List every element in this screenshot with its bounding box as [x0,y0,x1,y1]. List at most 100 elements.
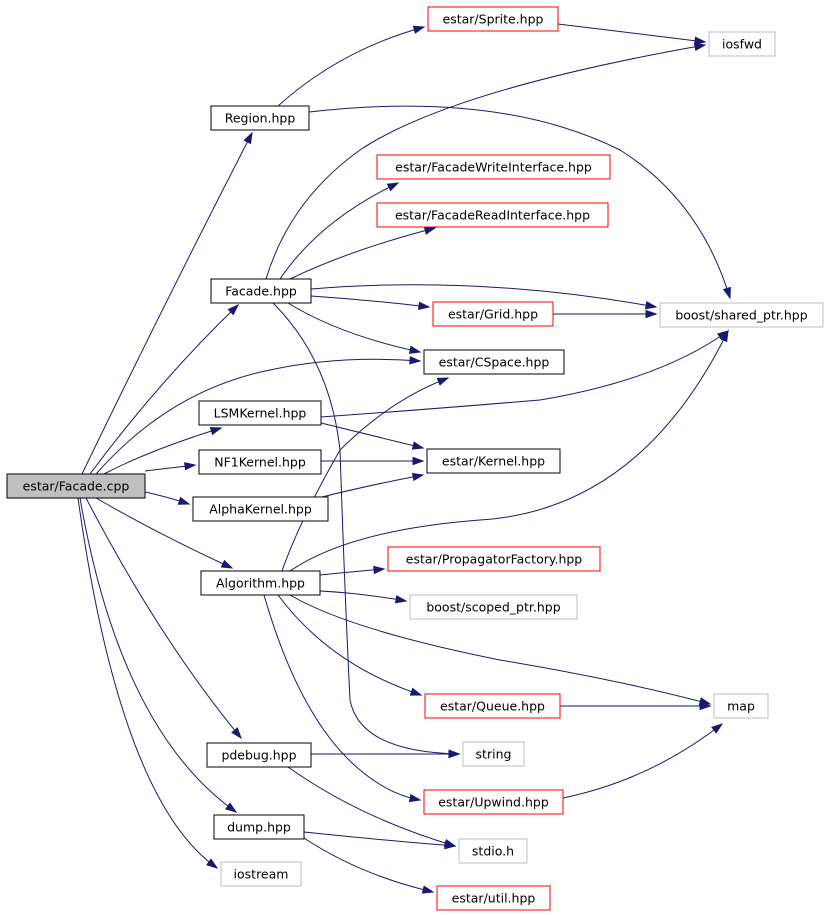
edge-line [310,284,657,308]
edge-line [287,302,421,353]
node-map[interactable]: map [713,693,769,719]
node-facade_hpp[interactable]: Facade.hpp [210,278,312,304]
node-algorithm[interactable]: Algorithm.hpp [200,570,321,596]
node-shared_ptr[interactable]: boost/shared_ptr.hpp [659,302,824,328]
node-string[interactable]: string [462,741,525,767]
edge-facade_hpp-to-grid [310,295,431,310]
arrowhead [644,301,658,310]
node-pdebug[interactable]: pdebug.hpp [206,742,312,768]
node-dump[interactable]: dump.hpp [213,814,305,840]
edge-alpha-to-kernel [321,472,425,498]
edge-line [289,594,711,705]
node-facade_cpp[interactable]: estar/Facade.cpp [6,473,146,499]
arrowhead [719,329,729,343]
node-queue[interactable]: estar/Queue.hpp [424,693,561,719]
arrowhead [411,472,425,482]
node-label: string [476,747,512,762]
arrowhead [412,456,425,466]
edge-line [265,44,706,280]
arrowhead [412,25,426,34]
edge-facade_cpp-to-pdebug [85,497,242,740]
node-grid[interactable]: estar/Grid.hpp [432,301,554,327]
node-box [458,838,528,864]
node-box [6,473,146,499]
arrowhead [436,377,450,386]
edge-line [562,723,723,799]
node-box [213,814,305,840]
node-stdio[interactable]: stdio.h [458,838,528,864]
node-label: map [727,699,755,714]
nodes-layer: estar/Facade.cpp Region.hpp estar/Sprite.h… [6,6,824,911]
node-box [210,105,310,131]
node-label: estar/Queue.hpp [440,699,545,714]
edge-pdebug-to-string [311,749,461,759]
node-box [376,154,611,180]
node-label: NF1Kernel.hpp [214,455,306,470]
node-label: LSMKernel.hpp [214,406,307,421]
node-label: dump.hpp [227,820,291,835]
node-cspace[interactable]: estar/CSpace.hpp [423,349,565,375]
arrowhead [448,749,461,759]
node-iostream[interactable]: iostream [220,861,302,887]
arrowhead [694,36,707,45]
edge-line [320,422,424,449]
node-label: estar/Grid.hpp [448,307,538,322]
edge-line [79,497,237,813]
edge-line [303,831,456,847]
node-util[interactable]: estar/util.hpp [436,885,551,911]
node-box [192,496,329,522]
edge-region-to-sprite [277,25,426,107]
node-box [200,570,321,596]
edge-facade_cpp-to-alpha [144,491,191,505]
edge-line [272,302,460,755]
node-label: pdebug.hpp [221,748,296,763]
edge-algorithm-to-propfac [319,565,386,576]
node-label: estar/CSpace.hpp [439,355,550,370]
node-label: boost/scoped_ptr.hpp [426,600,560,615]
node-kernel[interactable]: estar/Kernel.hpp [426,448,561,474]
edge-facade_hpp-to-fri [289,226,437,280]
edge-line [279,182,399,280]
node-label: estar/util.hpp [452,891,536,906]
node-box [708,31,776,57]
arrowhead [711,723,724,734]
node-label: estar/Upwind.hpp [438,795,549,810]
node-fri[interactable]: estar/FacadeReadInterface.hpp [376,202,609,228]
node-box [210,278,312,304]
node-propfac[interactable]: estar/PropagatorFactory.hpp [387,546,601,572]
node-scoped_ptr[interactable]: boost/scoped_ptr.hpp [409,594,578,620]
arrowhead [722,286,731,300]
edge-line [85,497,242,739]
edge-facade_cpp-to-iostream [77,497,219,869]
node-box [436,885,551,911]
node-iosfwd[interactable]: iosfwd [708,31,776,57]
node-box [426,448,561,474]
edge-line [321,474,424,498]
arrowhead [209,427,223,436]
node-box [424,693,561,719]
node-region[interactable]: Region.hpp [210,105,310,131]
edge-lsm-to-kernel [320,422,425,450]
edge-algorithm-to-upwind [263,594,422,803]
node-nf1[interactable]: NF1Kernel.hpp [198,449,322,475]
arrowhead [411,441,425,450]
edge-line [95,497,233,569]
node-box [427,6,559,32]
arrowhead [220,559,234,569]
edge-nf1-to-kernel [321,456,425,466]
node-label: iostream [234,867,289,882]
node-alpha[interactable]: AlphaKernel.hpp [192,496,329,522]
node-fwi[interactable]: estar/FacadeWriteInterface.hpp [376,154,611,180]
node-lsm[interactable]: LSMKernel.hpp [198,400,322,426]
edge-dump-to-util [303,837,435,894]
node-sprite[interactable]: estar/Sprite.hpp [427,6,559,32]
node-upwind[interactable]: estar/Upwind.hpp [423,789,564,815]
node-box [462,741,525,767]
node-label: Region.hpp [225,111,296,126]
node-box [220,861,302,887]
edge-line [89,304,239,475]
edge-line [319,590,407,602]
edge-line [308,105,731,299]
edge-algorithm-to-cspace [281,377,450,572]
edge-line [289,227,436,280]
